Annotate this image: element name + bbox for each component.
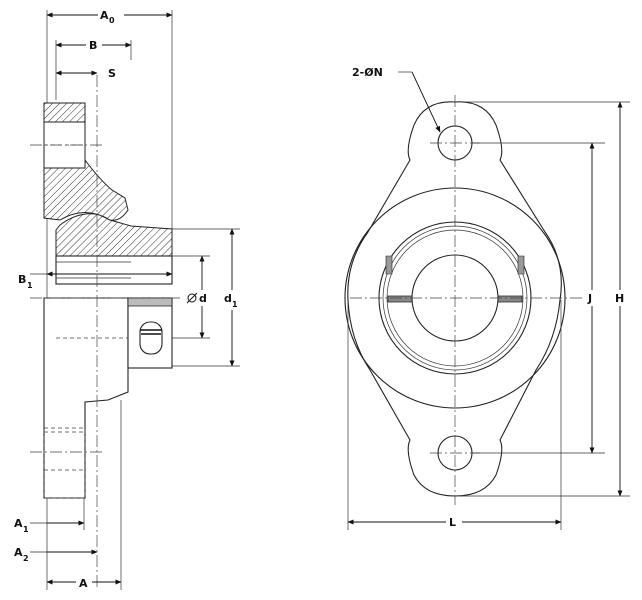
set-screw-thread xyxy=(140,329,162,335)
label-h: H xyxy=(615,292,624,305)
flange-outline xyxy=(347,101,562,497)
lube-notch xyxy=(385,255,393,275)
insert-bearing xyxy=(55,255,173,285)
label-a: A xyxy=(79,577,88,590)
leader-bolt xyxy=(411,71,441,133)
label-j: J xyxy=(587,292,592,305)
hub-section xyxy=(55,213,173,257)
label-a1-sub: 1 xyxy=(23,525,29,534)
label-bg xyxy=(222,290,242,310)
label-d1-sub: 1 xyxy=(232,300,238,309)
lock-slot xyxy=(387,295,413,303)
label-bg xyxy=(76,575,92,590)
seal xyxy=(127,297,173,307)
label-a1: A xyxy=(14,517,23,530)
label-d1: d xyxy=(224,292,232,305)
label-b1: B xyxy=(18,273,26,286)
diameter-symbol-icon xyxy=(186,292,198,304)
label-a2-sub: 2 xyxy=(23,554,29,563)
side-view: A 0 B S B 1 d d 1 A 1 xyxy=(14,6,242,590)
label-bg xyxy=(585,290,600,306)
front-view: 2-ØN J H L xyxy=(344,66,630,530)
label-l: L xyxy=(449,516,456,529)
lube-notch xyxy=(517,255,525,275)
label-bg xyxy=(98,6,124,22)
flange-lower xyxy=(43,297,129,499)
collar xyxy=(127,297,173,369)
label-bolt: 2-ØN xyxy=(352,66,383,79)
lock-slot xyxy=(497,295,523,303)
label-a2: A xyxy=(14,546,23,559)
label-bg xyxy=(612,290,628,306)
label-a0-sub: 0 xyxy=(109,16,115,25)
set-screw xyxy=(139,321,163,355)
label-bg xyxy=(86,37,102,52)
label-d: d xyxy=(199,292,207,305)
diameter-symbol-icon xyxy=(187,293,197,303)
label-b: B xyxy=(89,39,97,52)
label-b1-sub: 1 xyxy=(27,281,33,290)
label-bg xyxy=(446,514,462,530)
label-a0: A xyxy=(100,9,109,22)
label-s: S xyxy=(108,67,116,80)
